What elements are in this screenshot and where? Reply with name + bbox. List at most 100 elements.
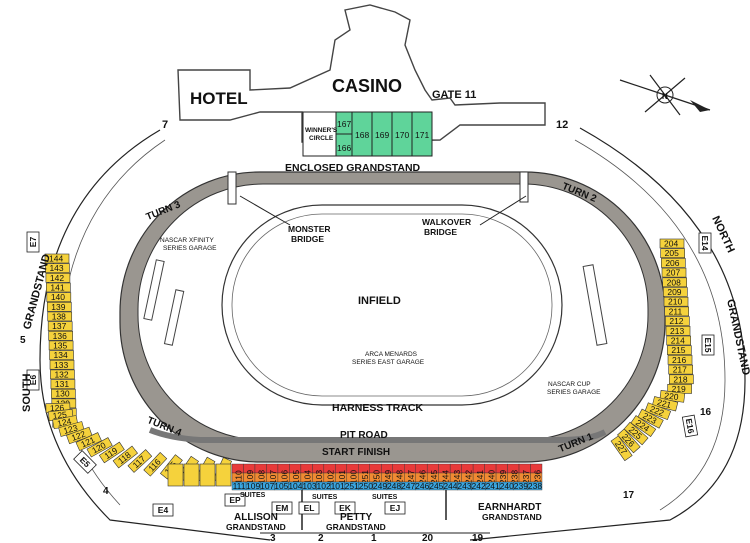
section-103-lower-label: 103 (302, 481, 316, 491)
section-248-lower-label: 248 (387, 481, 401, 491)
section-239-lower-label: 239 (514, 481, 528, 491)
section-130[interactable] (51, 388, 76, 399)
section-214[interactable] (666, 335, 691, 346)
section-108-label: 108 (257, 470, 267, 484)
section-217[interactable] (668, 364, 693, 375)
section-143[interactable] (45, 263, 70, 273)
gate-12-label: 12 (556, 119, 568, 131)
section-133[interactable] (49, 359, 75, 370)
section-226[interactable] (617, 428, 641, 454)
section-117[interactable] (127, 449, 153, 473)
section-139[interactable] (46, 301, 72, 312)
section-101-label: 101 (337, 470, 347, 484)
section-131[interactable] (50, 379, 76, 389)
section-140[interactable] (46, 292, 72, 302)
section-221[interactable] (652, 396, 679, 412)
gate-5-label: 5 (20, 335, 26, 346)
section-215[interactable] (667, 345, 692, 355)
entrance-E16[interactable] (681, 414, 699, 438)
entrance-EL[interactable] (298, 501, 320, 515)
section-210[interactable] (663, 296, 689, 307)
entrance-EP[interactable] (224, 493, 246, 507)
section-240-lower-label: 240 (500, 481, 514, 491)
section-206[interactable] (661, 258, 686, 268)
section-205[interactable] (660, 248, 685, 258)
section-112-front[interactable] (215, 463, 232, 487)
section-119[interactable] (98, 441, 125, 464)
entrance-EJ[interactable] (384, 501, 406, 515)
section-216[interactable] (667, 355, 693, 365)
entrance-E5[interactable] (73, 450, 97, 474)
section-118[interactable] (112, 445, 138, 469)
section-114-front[interactable] (183, 463, 200, 487)
pit-road-label: PIT ROAD (340, 430, 388, 441)
section-142[interactable] (45, 273, 71, 283)
gate-20-label: 20 (422, 533, 434, 543)
section-204[interactable] (659, 238, 685, 249)
petty-grandstand-label-2: GRANDSTAND (326, 522, 386, 532)
section-227[interactable] (610, 435, 633, 462)
section-116[interactable] (143, 452, 168, 477)
section-107-label: 107 (268, 470, 278, 484)
section-207[interactable] (661, 267, 687, 278)
section-107-lower-label: 107 (260, 481, 274, 491)
section-104-lower-label: 104 (288, 481, 302, 491)
section-137[interactable] (47, 321, 73, 331)
section-144[interactable] (44, 253, 70, 264)
section-141[interactable] (46, 282, 71, 293)
section-102-lower-label: 102 (316, 481, 330, 491)
section-122[interactable] (66, 426, 93, 445)
walkover-bridge-label: WALKOVER (422, 217, 471, 227)
section-218[interactable] (669, 374, 694, 385)
section-166-label: 166 (337, 143, 351, 153)
section-236-label: 236 (532, 470, 542, 484)
section-250-label: 250 (372, 470, 382, 484)
section-132[interactable] (50, 369, 75, 380)
section-223[interactable] (637, 408, 664, 429)
section-133-label: 133 (54, 360, 68, 370)
section-115-front[interactable] (167, 463, 184, 487)
section-209[interactable] (663, 287, 688, 297)
section-211[interactable] (664, 306, 689, 317)
section-225[interactable] (623, 421, 649, 446)
monster-bridge-structure (227, 171, 237, 205)
gate-4-label: 4 (103, 486, 109, 497)
section-167-label: 167 (337, 119, 351, 129)
section-113-front[interactable] (199, 463, 216, 487)
section-213[interactable] (665, 325, 691, 336)
north-grandstand-label: GRANDSTAND (724, 298, 750, 376)
entrance-E15[interactable] (701, 334, 715, 356)
section-224[interactable] (630, 415, 657, 437)
entrance-E6[interactable] (26, 369, 40, 391)
section-120[interactable] (86, 437, 113, 458)
section-109-label: 109 (245, 470, 255, 484)
petty-grandstand-label: PETTY (340, 512, 373, 523)
section-106-label: 106 (280, 470, 290, 484)
section-131-label: 131 (55, 379, 69, 389)
compass-rose-icon (619, 74, 711, 116)
entrance-E6-label: E6 (28, 375, 38, 386)
section-136[interactable] (48, 330, 73, 341)
entrance-EK[interactable] (334, 501, 356, 515)
section-139-label: 139 (51, 302, 65, 312)
entrance-E4[interactable] (152, 503, 174, 517)
section-171[interactable] (411, 111, 433, 157)
section-111-lower-label: 111 (233, 481, 246, 491)
xfinity-garage-label-2: SERIES GARAGE (163, 245, 217, 252)
start-finish-label: START FINISH (322, 447, 390, 458)
entrance-E14[interactable] (698, 232, 712, 254)
section-238-lower[interactable] (527, 481, 543, 491)
section-134[interactable] (49, 350, 74, 360)
infield-inner (231, 213, 553, 397)
section-208[interactable] (662, 277, 687, 288)
entrance-EM[interactable] (271, 501, 293, 515)
section-222[interactable] (644, 402, 672, 421)
section-212[interactable] (665, 316, 690, 326)
section-138[interactable] (47, 311, 73, 322)
entrance-EJ-label: EJ (390, 503, 401, 513)
entrance-E7[interactable] (26, 231, 40, 253)
section-135[interactable] (48, 340, 74, 351)
section-121[interactable] (75, 432, 102, 452)
